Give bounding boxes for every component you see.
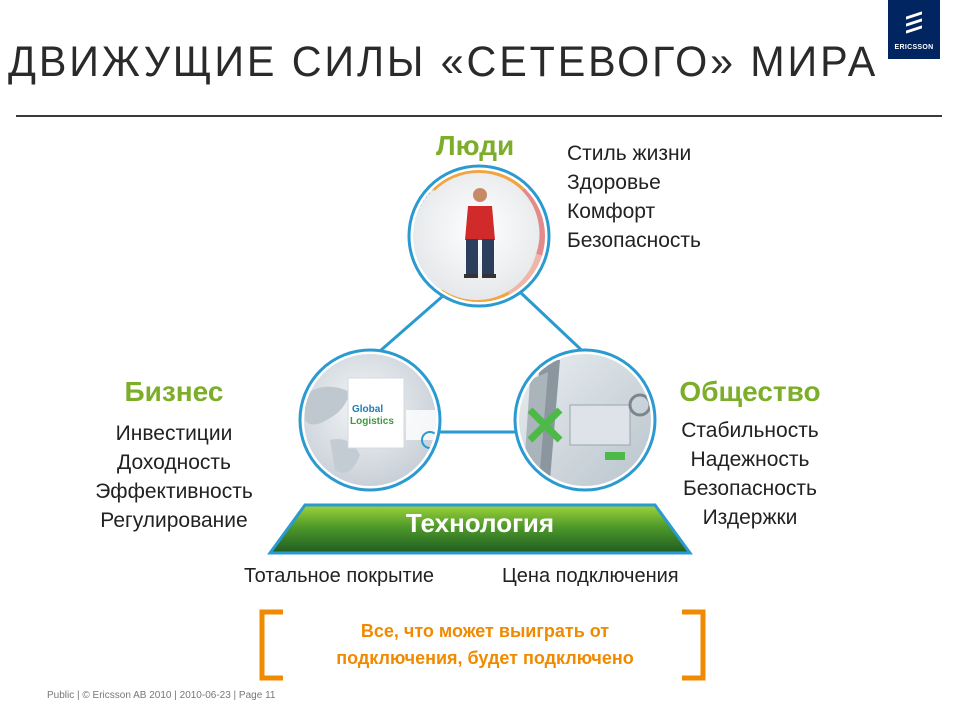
link-people-society <box>518 290 594 362</box>
society-image <box>513 348 657 492</box>
people-heading: Люди <box>436 130 515 161</box>
callout-line: подключения, будет подключено <box>336 648 634 668</box>
list-item: Надежность <box>690 448 810 471</box>
right-bracket <box>682 609 706 681</box>
technology-left-caption: Тотальное покрытие <box>244 565 434 587</box>
people-image <box>407 164 551 308</box>
list-item: Безопасность <box>683 477 817 500</box>
technology-right-caption: Цена подключения <box>502 565 679 587</box>
business-image: Global Logistics <box>298 348 442 492</box>
list-item: Безопасность <box>567 229 701 252</box>
list-item: Эффективность <box>95 480 253 503</box>
technology-banner <box>267 503 693 555</box>
svg-text:Global: Global <box>352 404 383 415</box>
callout-line: Все, что может выиграть от <box>360 621 610 641</box>
list-item: Инвестиции <box>115 422 233 445</box>
list-item: Стабильность <box>681 419 819 442</box>
business-list: Инвестиции Доходность Эффективность Регу… <box>74 419 274 535</box>
people-list: Стиль жизни Здоровье Комфорт Безопасност… <box>567 139 701 255</box>
ericsson-logo: ERICSSON <box>888 0 940 59</box>
slide-title: ДВИЖУЩИЕ СИЛЫ «СЕТЕВОГО» МИРА <box>8 38 879 86</box>
list-item: Регулирование <box>100 509 248 532</box>
list-item: Здоровье <box>567 171 661 194</box>
left-bracket <box>259 609 283 681</box>
list-item: Издержки <box>702 506 798 529</box>
list-item: Стиль жизни <box>567 142 692 165</box>
logo-wordmark: ERICSSON <box>894 44 934 51</box>
technology-label: Технология <box>405 508 555 538</box>
society-heading: Общество <box>679 376 821 407</box>
business-heading: Бизнес <box>124 376 224 407</box>
footer: Public | © Ericsson AB 2010 | 2010-06-23… <box>47 690 276 701</box>
title-divider <box>16 115 942 117</box>
callout-text: Все, что может выиграть от подключения, … <box>290 618 680 672</box>
list-item: Комфорт <box>567 200 656 223</box>
list-item: Доходность <box>117 451 231 474</box>
society-list: Стабильность Надежность Безопасность Изд… <box>650 416 850 532</box>
svg-text:Logistics: Logistics <box>350 416 394 427</box>
link-people-business <box>371 293 445 360</box>
